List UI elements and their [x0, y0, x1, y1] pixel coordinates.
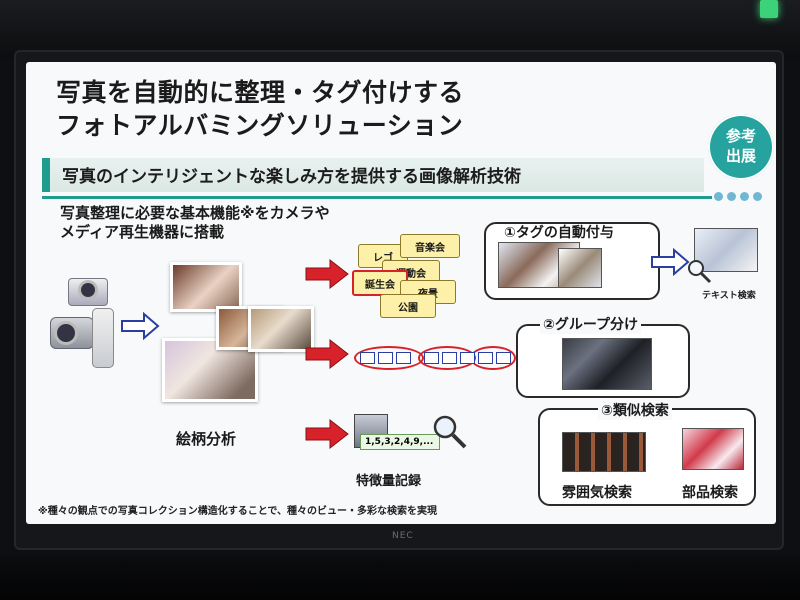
part-search-thumbnails: [682, 428, 744, 470]
photo-box: [478, 352, 493, 364]
photo-box: [378, 352, 393, 364]
mobile-phone-icon: [92, 308, 114, 368]
slide-footnote: ※種々の観点での写真コレクション構造化することで、種々のビュー・多彩な検索を実現: [38, 502, 437, 517]
tag-folder: 音楽会: [400, 234, 460, 258]
monitor-brand: NEC: [392, 531, 414, 541]
dot: [714, 192, 723, 201]
feature-numbers: 1,5,3,2,4,9,...: [360, 434, 440, 450]
intro-line-1: 写真整理に必要な基本機能※をカメラや: [60, 204, 330, 223]
reference-exhibit-badge: 参考 出展: [708, 114, 774, 180]
mood-search-thumbnails: [562, 432, 646, 472]
image-analysis-caption: 絵柄分析: [176, 428, 236, 449]
photo-box: [360, 352, 375, 364]
green-indicator-light: [760, 0, 778, 18]
part-search-caption: 部品検索: [682, 482, 738, 502]
dot: [753, 192, 762, 201]
title-line-2: フォトアルバミングソリューション: [56, 109, 464, 142]
red-arrow-icon: [304, 258, 350, 290]
presentation-slide: 写真を自動的に整理・タグ付けする フォトアルバミングソリューション 参考 出展 …: [26, 62, 776, 524]
grouping-screenshot: [562, 338, 652, 390]
intro-line-2: メディア再生機器に搭載: [60, 223, 330, 242]
floor-shadow: [0, 555, 800, 600]
mood-search-caption: 雰囲気検索: [562, 482, 632, 502]
cake-photo: [170, 262, 242, 312]
photo-box: [496, 352, 511, 364]
title-line-1: 写真を自動的に整理・タグ付けする: [56, 76, 464, 109]
similar-search-title: ③類似検索: [598, 400, 672, 420]
decorative-dots: [714, 192, 762, 201]
slide-title: 写真を自動的に整理・タグ付けする フォトアルバミングソリューション: [56, 76, 464, 142]
tag-folder: 公園: [380, 294, 436, 318]
slide-subtitle: 写真のインテリジェントな楽しみ方を提供する画像解析技術: [62, 162, 521, 187]
intro-text: 写真整理に必要な基本機能※をカメラや メディア再生機器に搭載: [60, 204, 330, 242]
red-arrow-icon: [304, 338, 350, 370]
divider-rule: [42, 196, 712, 199]
blue-arrow-icon: [650, 248, 690, 276]
camera-lens-icon: [81, 283, 95, 297]
tagging-screenshot: [558, 248, 602, 288]
camcorder-lens-icon: [57, 324, 75, 342]
grouping-title: ②グループ分け: [540, 314, 641, 334]
photo-box: [396, 352, 411, 364]
photo-box: [442, 352, 457, 364]
blue-arrow-icon: [120, 312, 160, 340]
magnifier-icon: [686, 258, 712, 284]
dot: [740, 192, 749, 201]
dot: [727, 192, 736, 201]
magnifier-icon: [432, 414, 468, 450]
text-search-caption: テキスト検索: [702, 288, 756, 301]
digital-camera-icon: [68, 278, 108, 306]
photo-box: [460, 352, 475, 364]
badge-line-2: 出展: [708, 146, 774, 166]
red-arrow-icon: [304, 418, 350, 450]
auto-tagging-title: ①タグの自動付与: [504, 222, 614, 242]
photo-box: [424, 352, 439, 364]
badge-line-1: 参考: [708, 126, 774, 146]
video-camera-icon: [50, 317, 94, 349]
feature-record-caption: 特徴量記録: [356, 470, 421, 489]
